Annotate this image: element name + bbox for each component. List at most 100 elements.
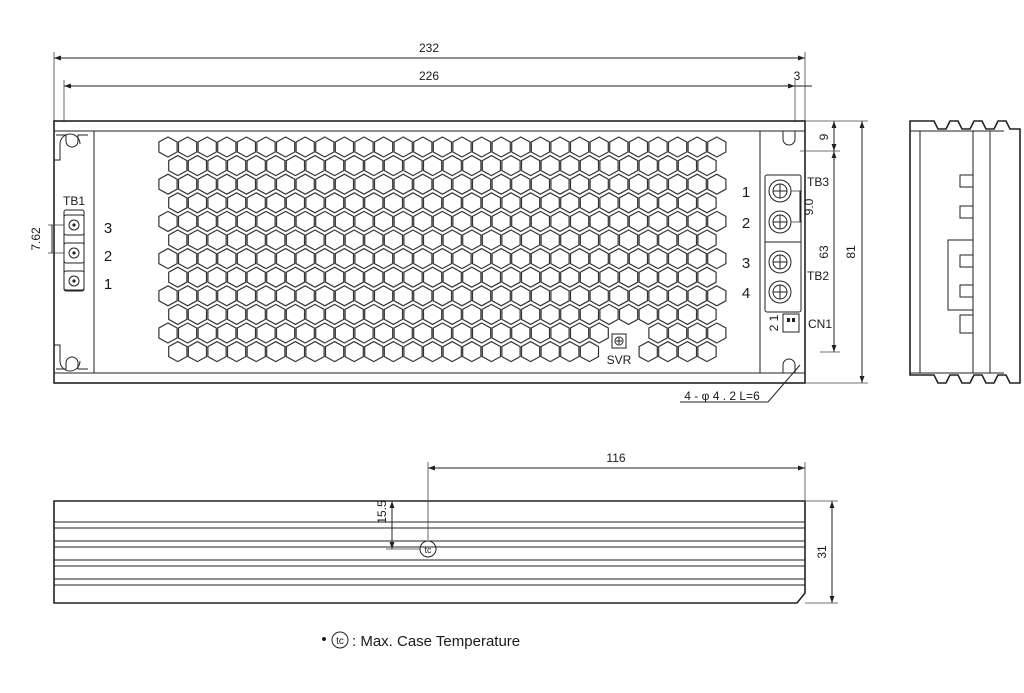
- vent-hole: [413, 210, 433, 233]
- mount-hole-label: 4 - φ 4 . 2 L=6: [684, 389, 760, 403]
- vent-hole: [334, 285, 355, 307]
- vent-hole: [217, 173, 237, 195]
- vent-hole: [481, 266, 502, 288]
- vent-hole: [569, 322, 590, 344]
- vent-hole: [413, 285, 433, 307]
- vent-hole: [618, 154, 639, 177]
- vent-hole: [569, 173, 590, 195]
- vent-hole: [373, 247, 394, 270]
- vent-hole: [295, 322, 315, 344]
- vent-hole: [677, 154, 698, 177]
- vent-hole: [452, 210, 472, 233]
- vent-hole: [579, 229, 600, 251]
- vent-hole: [275, 136, 296, 158]
- vent-hole: [618, 229, 639, 251]
- vent-hole: [560, 154, 580, 177]
- vent-hole: [628, 247, 649, 270]
- vent-hole: [442, 192, 462, 214]
- vent-hole: [295, 247, 315, 270]
- vent-hole: [364, 303, 384, 326]
- vent-hole: [168, 303, 188, 326]
- vent-hole: [295, 173, 315, 195]
- vent-hole: [383, 340, 404, 363]
- vent-hole: [707, 322, 727, 344]
- vent-hole: [697, 266, 717, 288]
- vent-hole: [158, 173, 178, 195]
- vent-hole: [667, 173, 688, 195]
- vent-hole: [677, 192, 698, 214]
- vent-hole: [256, 247, 276, 270]
- vent-hole: [226, 303, 247, 326]
- tb1-terminal: TB1 3 2 1: [63, 194, 112, 293]
- vent-hole: [246, 266, 266, 288]
- vent-hole: [334, 210, 355, 233]
- vent-hole: [501, 303, 521, 326]
- end-view: [909, 120, 1021, 384]
- dimension-side-height: 31: [805, 500, 838, 604]
- vent-hole: [197, 322, 217, 344]
- terminal-pin-3: 3: [742, 255, 750, 272]
- tb3-tb2-terminals: 1 2 3 4 TB3 TB2: [742, 174, 829, 313]
- vent-hole: [432, 173, 453, 195]
- vent-hole: [295, 210, 315, 233]
- vent-hole: [579, 154, 600, 177]
- tb3-label: TB3: [807, 175, 829, 189]
- dimension-overall-length: 232: [54, 41, 805, 61]
- vent-hole: [530, 173, 551, 195]
- vent-hole: [491, 173, 511, 195]
- vent-hole: [295, 136, 315, 158]
- vent-hole: [687, 173, 707, 195]
- vent-hole: [471, 322, 492, 344]
- vent-hole: [452, 173, 472, 195]
- vent-hole: [217, 285, 237, 307]
- vent-hole: [403, 229, 423, 251]
- vent-hole: [393, 210, 413, 233]
- vent-hole: [373, 285, 394, 307]
- vent-hole: [305, 266, 325, 288]
- vent-hole: [285, 340, 306, 363]
- vent-hole: [707, 247, 727, 270]
- vent-hole: [687, 285, 707, 307]
- vent-hole: [609, 285, 629, 307]
- vent-hole: [589, 285, 609, 307]
- vent-hole: [266, 229, 286, 251]
- vent-hole: [618, 266, 639, 288]
- vent-hole: [383, 229, 404, 251]
- vent-hole: [638, 192, 658, 214]
- vent-hole: [462, 303, 482, 326]
- vent-hole: [393, 322, 413, 344]
- vent-hole: [158, 247, 178, 270]
- vent-hole: [667, 210, 688, 233]
- vent-hole: [364, 154, 384, 177]
- dim-31-label: 31: [815, 545, 829, 559]
- vent-hole: [403, 303, 423, 326]
- vent-hole: [442, 303, 462, 326]
- vent-hole: [217, 210, 237, 233]
- vent-hole: [658, 340, 678, 363]
- vent-hole: [511, 247, 531, 270]
- vent-hole: [589, 210, 609, 233]
- vent-hole: [648, 285, 668, 307]
- vent-hole: [354, 247, 374, 270]
- vent-hole: [226, 192, 247, 214]
- vent-hole: [266, 303, 286, 326]
- vent-hole: [285, 192, 306, 214]
- vent-hole: [177, 322, 198, 344]
- vent-hole: [511, 322, 531, 344]
- dim-232-label: 232: [419, 41, 439, 55]
- vent-hole: [560, 192, 580, 214]
- vent-hole: [373, 173, 394, 195]
- vent-hole: [305, 340, 325, 363]
- vent-hole: [315, 247, 335, 270]
- vent-hole: [599, 229, 619, 251]
- tb1-pin-2: 2: [104, 248, 112, 265]
- vent-hole: [432, 210, 453, 233]
- vent-hole: [677, 229, 698, 251]
- vent-hole: [187, 229, 208, 251]
- vent-hole: [403, 154, 423, 177]
- terminal-pin-2: 2: [742, 215, 750, 232]
- vent-hole: [697, 154, 717, 177]
- vent-hole: [648, 322, 668, 344]
- vent-hole: [638, 229, 658, 251]
- vent-hole: [197, 136, 217, 158]
